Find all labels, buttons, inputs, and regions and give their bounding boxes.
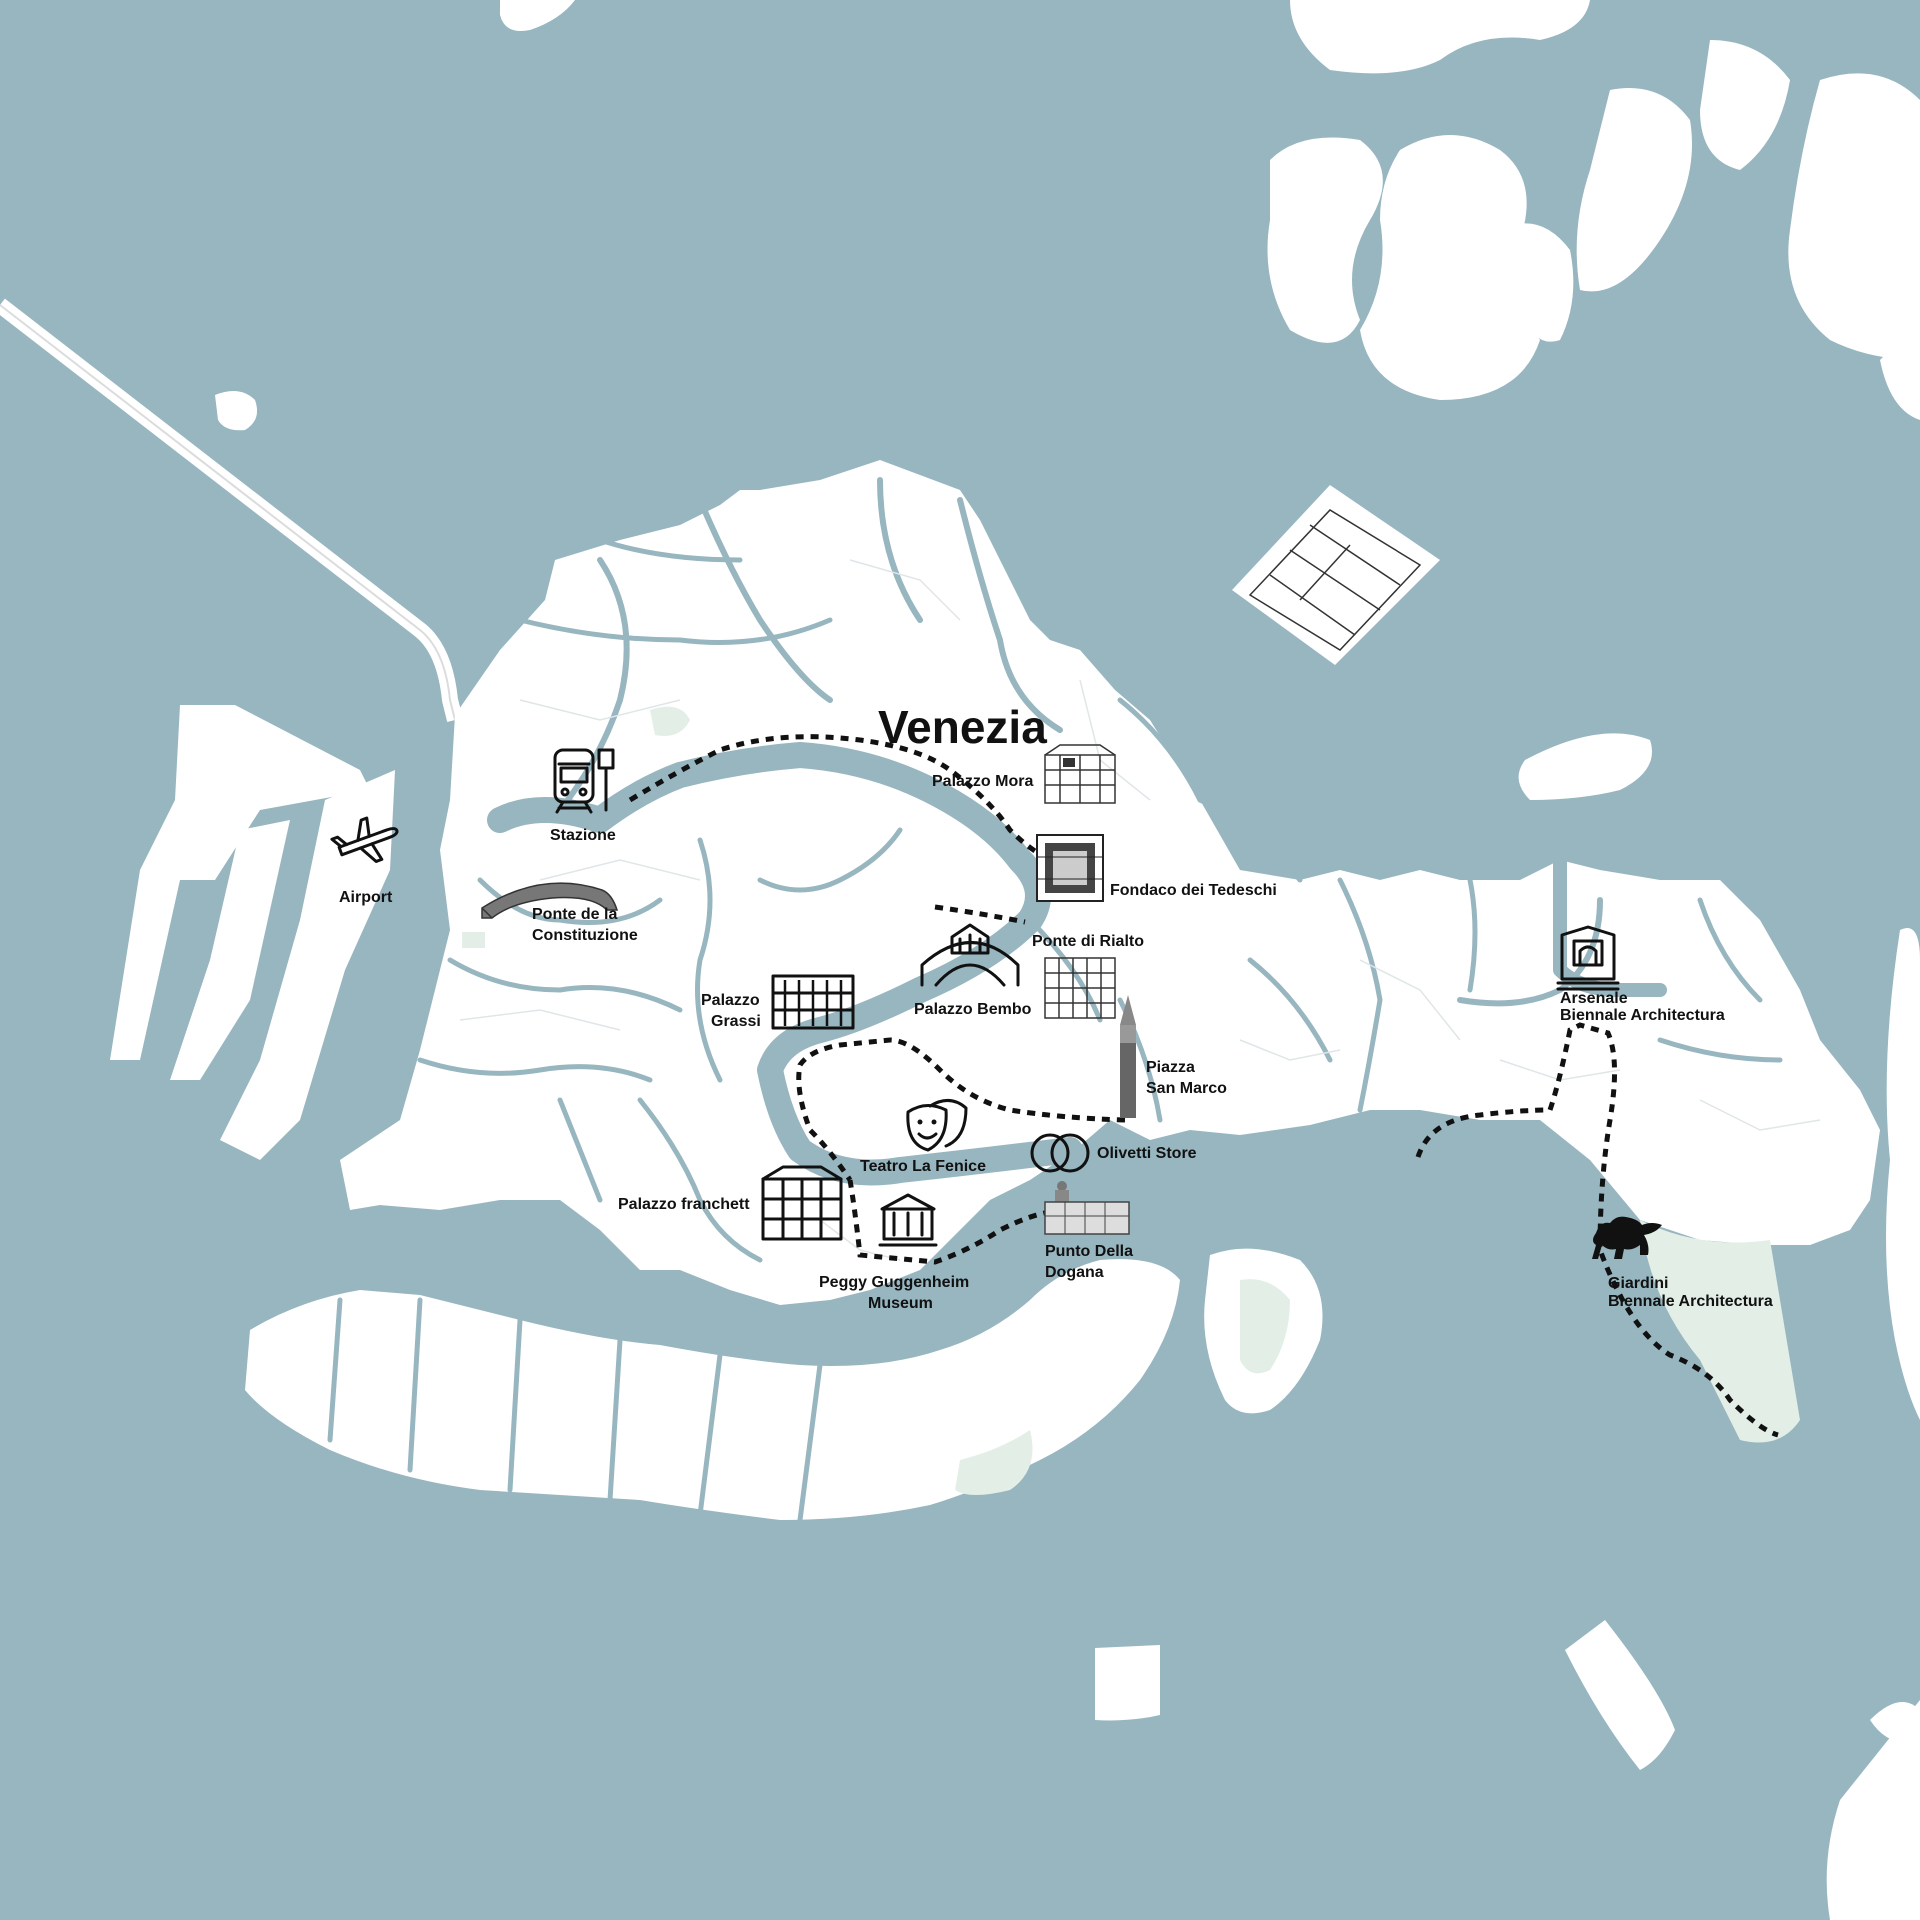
palazzo-grassi-label-line1: Palazzo: [701, 992, 760, 1009]
arsenale-label-line2: Biennale Architectura: [1560, 1007, 1725, 1024]
train-icon: [553, 748, 615, 814]
route-segment-arsenale: [1415, 1022, 1779, 1438]
olivetti-logo-icon: [1030, 1133, 1090, 1173]
stazione-label: Stazione: [550, 827, 616, 844]
piazza-label-line1: Piazza: [1146, 1059, 1195, 1076]
campanile-icon: [1120, 995, 1136, 1118]
route-segment-rialto: [934, 904, 1026, 925]
palazzo-grassi-label-line2: Grassi: [711, 1013, 761, 1030]
airplane-icon: [330, 816, 399, 863]
museum-icon: [878, 1193, 938, 1247]
bridge-icon: [481, 882, 619, 919]
palazzo-franchett-label: Palazzo franchett: [618, 1196, 750, 1213]
olivetti-label: Olivetti Store: [1097, 1145, 1197, 1162]
giardini-label-line1: Giardini: [1608, 1275, 1668, 1292]
palazzo-grassi-icon: [771, 974, 855, 1030]
giardini-label-line2: Biennale Architectura: [1608, 1293, 1773, 1310]
guggenheim-label-line1: Peggy Guggenheim: [819, 1274, 969, 1291]
rialto-bridge-icon: [920, 923, 1020, 987]
arsenale-label-line1: Arsenale: [1560, 990, 1628, 1007]
fondaco-label: Fondaco dei Tedeschi: [1110, 882, 1277, 899]
dogana-icon: [1044, 1181, 1130, 1235]
palazzo-mora-label: Palazzo Mora: [932, 773, 1033, 790]
arsenale-gate-icon: [1556, 925, 1620, 991]
giudecca-island: [245, 1259, 1180, 1523]
palazzo-bembo-label: Palazzo Bembo: [914, 1001, 1032, 1018]
palazzo-bembo-icon: [1044, 957, 1116, 1019]
theatre-masks-icon: [906, 1099, 968, 1152]
venice-main-island: [340, 460, 1880, 1305]
route-segment-station-rialto: [628, 734, 1052, 863]
walking-route: [628, 734, 1779, 1438]
parks: [462, 706, 1800, 1443]
airport-label: Airport: [339, 889, 393, 906]
cemetery-paths: [1248, 509, 1422, 651]
southern-islands: [1095, 928, 1920, 1920]
route-segment-franchetti: [847, 1179, 1051, 1265]
causeway: [0, 298, 463, 722]
ponte-rialto-label: Ponte di Rialto: [1032, 933, 1144, 950]
lion-of-venice-icon: [1592, 1216, 1662, 1259]
route-segment-fenice-loop: [796, 1037, 1126, 1182]
northern-islands: [215, 0, 1920, 800]
piazza-label-line2: San Marco: [1146, 1080, 1227, 1097]
map-title: Venezia: [878, 701, 1047, 753]
streets: [459, 559, 1821, 1261]
guggenheim-label-line2: Museum: [868, 1295, 933, 1312]
teatro-label: Teatro La Fenice: [860, 1158, 986, 1175]
fondaco-icon: [1036, 834, 1104, 902]
palazzo-franchetti-icon: [761, 1165, 843, 1241]
palazzo-mora-icon: [1044, 744, 1116, 804]
ponte-costituzione-label-line1: Ponte de la: [532, 906, 617, 923]
ponte-costituzione-label-line2: Constituzione: [532, 927, 638, 944]
port-area: [110, 705, 395, 1160]
dogana-label-line2: Dogana: [1045, 1264, 1104, 1281]
san-giorgio-island: [1204, 1248, 1323, 1414]
dogana-label-line1: Punto Della: [1045, 1243, 1133, 1260]
